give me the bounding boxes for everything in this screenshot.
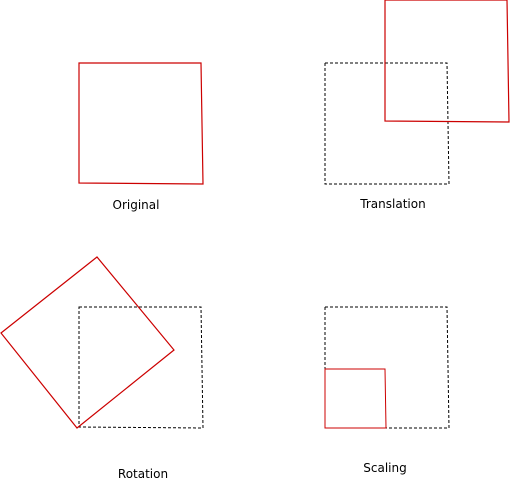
- rotation-reference-square: [78, 306, 204, 429]
- panel-rotation: Rotation: [0, 256, 204, 478]
- scaling-caption: Scaling: [363, 461, 406, 475]
- original-square: [78, 62, 204, 185]
- panel-scaling: Scaling: [324, 306, 450, 475]
- original-caption: Original: [113, 198, 160, 212]
- translation-moved-square: [384, 0, 510, 123]
- scaling-scaled-square: [324, 368, 387, 429]
- translation-caption: Translation: [359, 197, 425, 211]
- translation-reference-square: [324, 62, 450, 185]
- scaling-reference-square: [324, 306, 450, 429]
- rotation-rotated-square: [0, 256, 175, 429]
- panel-original: Original: [78, 62, 204, 212]
- panel-translation: Translation: [324, 0, 510, 211]
- rotation-caption: Rotation: [118, 467, 168, 478]
